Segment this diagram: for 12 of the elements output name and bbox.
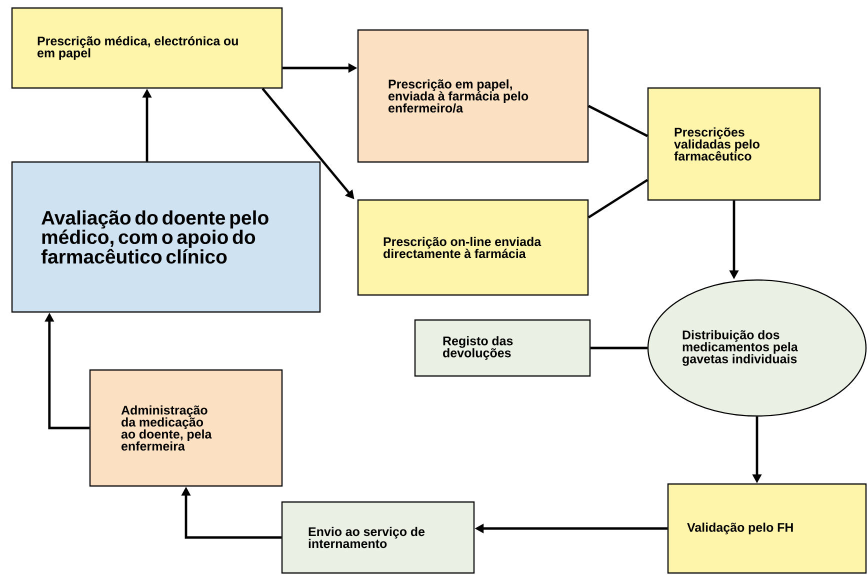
connector-line [588, 178, 648, 218]
process-box: Avaliação do doente pelo médico, com o apoio do farmacêutico clínico [11, 161, 321, 313]
connector-line [590, 346, 648, 350]
process-box: Envio ao serviço de internamento [281, 501, 475, 574]
process-box: Prescrição médica, electrónica ou em papel [11, 7, 283, 89]
process-box: Prescrições validadas pelo farmacêutico [647, 87, 821, 201]
process-box: Validação pelo FH [667, 483, 867, 574]
process-box: Registo das devoluções [414, 319, 591, 377]
process-box: Administração da medicação ao doente, pela enfermeira [89, 369, 283, 487]
connector-line [588, 104, 648, 138]
process-box: Prescrição em papel, enviada à farmácia pelo enfermeiro/a [357, 29, 589, 163]
process-box: Prescrição on-line enviada directamente à farmácia [357, 199, 589, 296]
